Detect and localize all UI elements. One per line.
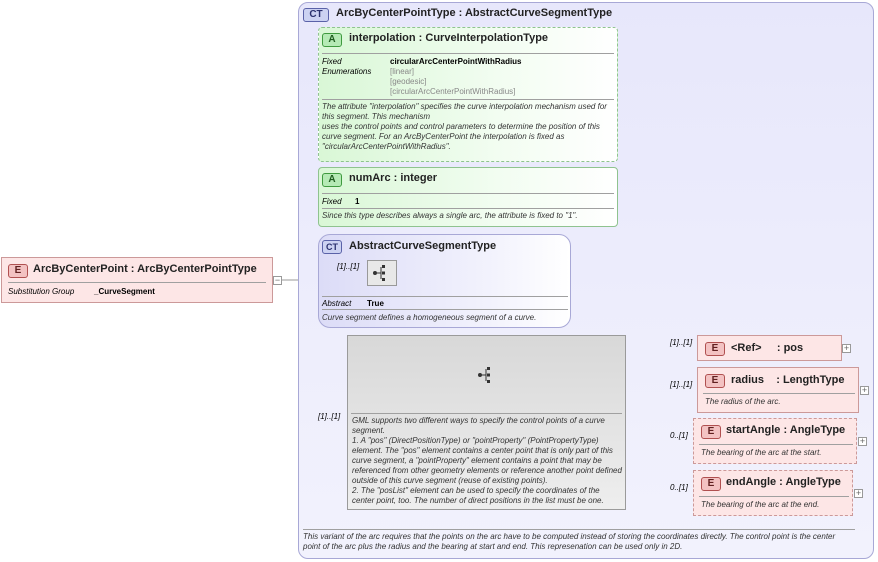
interpolation-attribute-card[interactable]: A interpolation : CurveInterpolationType… [318, 27, 618, 162]
numarc-title: numArc : integer [349, 172, 438, 184]
enum-value: [geodesic] [390, 77, 427, 86]
endangle-element-card[interactable]: E endAngle : AngleType The bearing of th… [693, 470, 853, 516]
minus-expander-icon[interactable]: − [273, 275, 282, 285]
enum-value: [circularArcCenterPointWithRadius] [390, 87, 516, 96]
pos-element-card[interactable]: E <Ref> : pos [697, 335, 842, 361]
sequence-compositor[interactable]: GML supports two different ways to speci… [347, 335, 626, 510]
plus-expander-icon[interactable]: + [842, 343, 851, 353]
substitution-group-label: Substitution Group [8, 287, 75, 296]
sequence-icon [367, 260, 397, 286]
divider [322, 53, 614, 54]
plus-expander-icon[interactable]: + [858, 436, 867, 446]
startangle-description: The bearing of the arc at the start. [701, 448, 822, 457]
child-cardinality: 0..[1] [670, 483, 688, 492]
fixed-label: Fixed [322, 57, 342, 66]
child-cardinality: [1]..[1] [670, 380, 693, 389]
cardinality-label: [1]..[1] [337, 262, 360, 271]
plus-expander-icon[interactable]: + [854, 488, 863, 498]
sequence-description: GML supports two different ways to speci… [352, 416, 622, 505]
abstract-label: Abstract [322, 299, 352, 308]
sequence-cardinality: [1]..[1] [318, 412, 341, 421]
attribute-badge: A [322, 173, 342, 187]
abstract-value: True [367, 299, 384, 308]
root-element-card[interactable]: E ArcByCenterPoint : ArcByCenterPointTyp… [1, 257, 273, 303]
abstract-type-description: Curve segment defines a homogeneous segm… [322, 313, 537, 322]
divider [303, 529, 855, 530]
attribute-badge: A [322, 33, 342, 47]
child-cardinality: 0..[1] [670, 431, 688, 440]
divider [322, 208, 614, 209]
divider [322, 309, 568, 310]
fixed-value: circularArcCenterPointWithRadius [390, 57, 522, 66]
element-badge: E [8, 264, 28, 278]
main-type-title: ArcByCenterPointType : AbstractCurveSegm… [336, 7, 613, 19]
divider [8, 282, 266, 283]
divider [351, 413, 622, 414]
endangle-element-title: endAngle : AngleType [726, 476, 841, 488]
element-badge: E [705, 342, 725, 356]
child-cardinality: [1]..[1] [670, 338, 693, 347]
complex-type-badge: CT [303, 8, 329, 22]
numarc-description: Since this type describes always a singl… [322, 211, 578, 220]
sequence-compositor-icon [473, 363, 501, 387]
element-badge: E [701, 425, 721, 439]
enum-value: [linear] [390, 67, 415, 76]
interpolation-description: The attribute "interpolation" specifies … [322, 102, 607, 151]
abstract-type-title: AbstractCurveSegmentType [349, 240, 497, 252]
root-element-title: ArcByCenterPoint : ArcByCenterPointType [33, 263, 257, 275]
plus-expander-icon[interactable]: + [860, 385, 869, 395]
radius-element-title: radius : LengthType [731, 374, 845, 386]
interpolation-title: interpolation : CurveInterpolationType [349, 32, 549, 44]
fixed-value: 1 [355, 197, 360, 206]
element-badge: E [705, 374, 725, 388]
divider [322, 99, 614, 100]
divider [322, 296, 568, 297]
abstract-curve-segment-type-card[interactable]: CT AbstractCurveSegmentType [1]..[1] Abs… [318, 234, 571, 328]
main-type-description: This variant of the arc requires that th… [303, 532, 836, 551]
divider [699, 444, 853, 445]
complex-type-badge: CT [322, 240, 342, 254]
divider [322, 193, 614, 194]
endangle-description: The bearing of the arc at the end. [701, 500, 820, 509]
pos-element-title: <Ref> : pos [731, 342, 804, 354]
substitution-group-value: _CurveSegment [94, 287, 155, 296]
startangle-element-title: startAngle : AngleType [726, 424, 846, 436]
fixed-label: Fixed [322, 197, 342, 206]
numarc-attribute-card[interactable]: A numArc : integer Fixed 1 Since this ty… [318, 167, 618, 227]
divider [699, 496, 849, 497]
radius-element-card[interactable]: E radius : LengthType The radius of the … [697, 367, 859, 413]
radius-description: The radius of the arc. [705, 397, 781, 406]
element-badge: E [701, 477, 721, 491]
enumerations-label: Enumerations [322, 67, 372, 76]
startangle-element-card[interactable]: E startAngle : AngleType The bearing of … [693, 418, 857, 464]
divider [703, 393, 855, 394]
